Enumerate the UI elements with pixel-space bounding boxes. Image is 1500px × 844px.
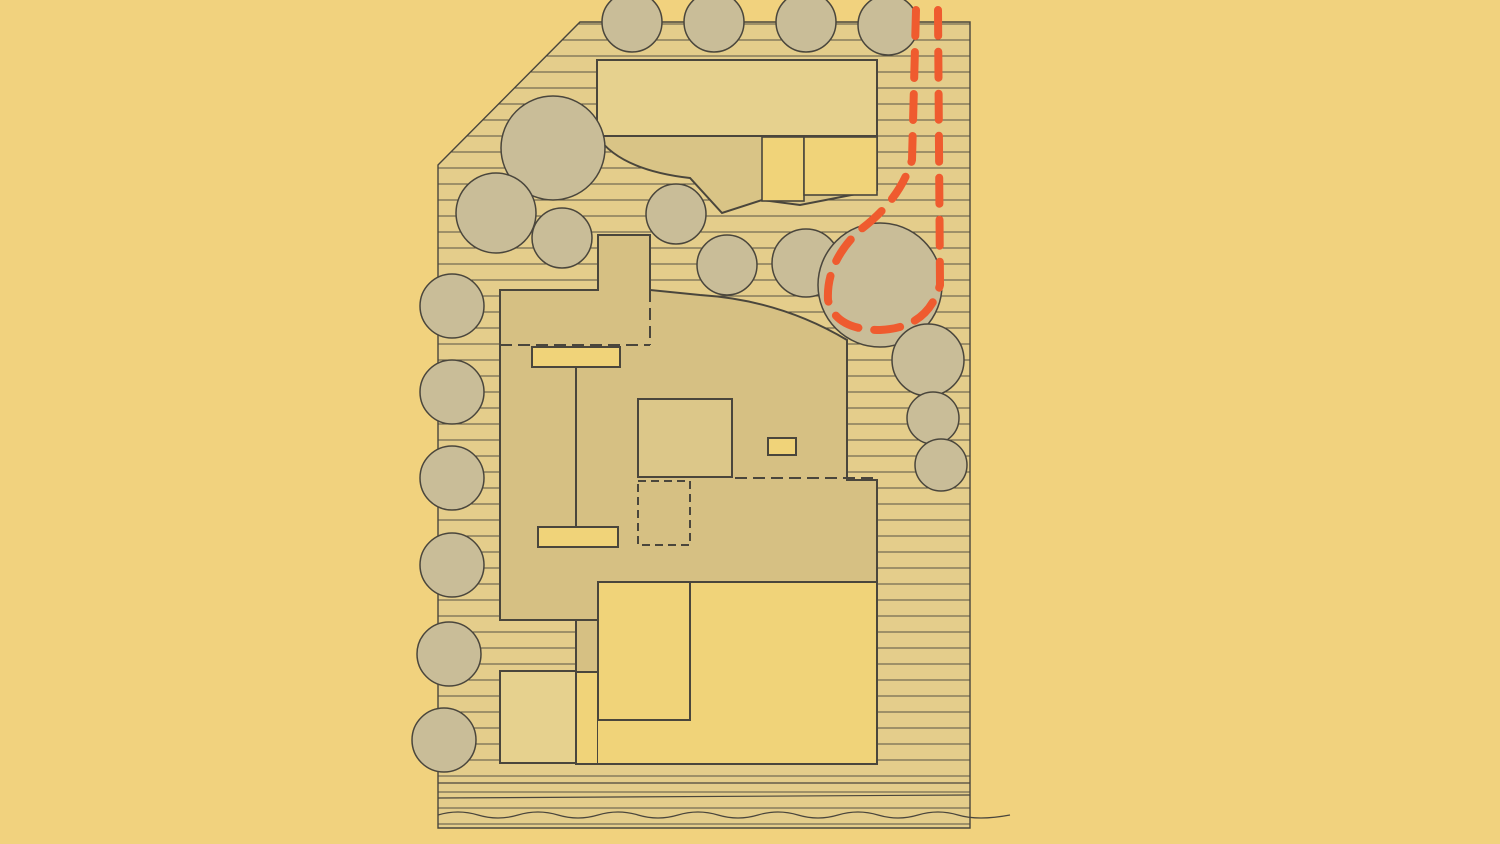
tree-icon <box>531 207 593 269</box>
main-building <box>499 234 878 621</box>
highlighted-path <box>823 6 945 335</box>
tree-icon <box>601 0 663 53</box>
tree-icon <box>419 445 485 511</box>
tree-icon <box>411 707 477 773</box>
tree-icon <box>419 359 485 425</box>
tree-icon <box>416 621 482 687</box>
tree-icon <box>914 438 968 492</box>
tree-icon <box>683 0 745 53</box>
street <box>437 782 1011 819</box>
tree-icon <box>645 183 707 245</box>
tree-icon <box>857 0 919 56</box>
tree-icon <box>906 391 960 445</box>
trees <box>411 0 968 773</box>
north-building <box>595 59 878 215</box>
tree-icon <box>775 0 837 53</box>
tree-icon <box>696 234 758 296</box>
tree-icon <box>500 95 606 201</box>
tree-icon <box>419 273 485 339</box>
tree-icon <box>891 323 965 397</box>
tree-icon <box>455 172 537 254</box>
tree-icon <box>419 532 485 598</box>
south-rooms <box>499 581 878 765</box>
